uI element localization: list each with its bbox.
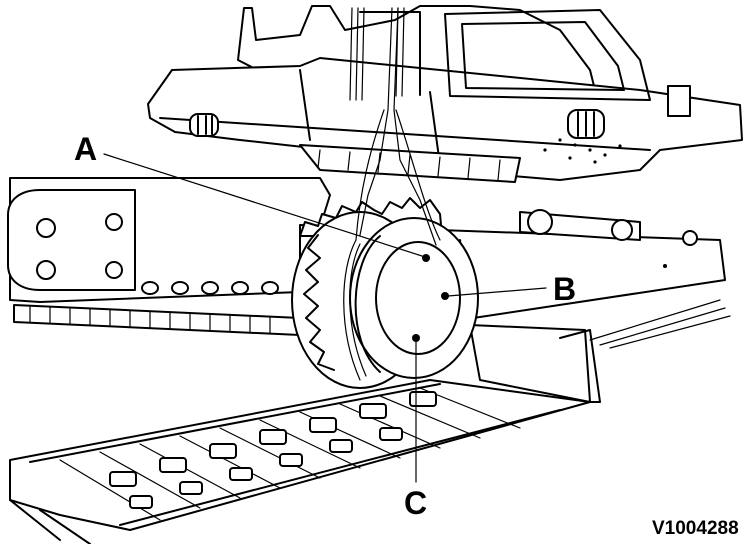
callout-label-a: A [74,131,97,167]
bolt-hole-c [412,334,420,342]
bolt-hole-b [441,292,449,300]
track-frame-rear [7,177,331,336]
callout-label-c: C [404,485,427,521]
bolt-hole-a [422,254,430,262]
final-drive-sprocket [291,7,479,389]
leader-b [447,287,547,297]
track-foreground [9,379,591,544]
callout-leaders [103,153,547,483]
figure-id: V1004288 [652,518,739,539]
machine-upper-body [147,5,743,183]
leader-a [103,153,423,257]
callout-label-b: B [553,271,576,307]
